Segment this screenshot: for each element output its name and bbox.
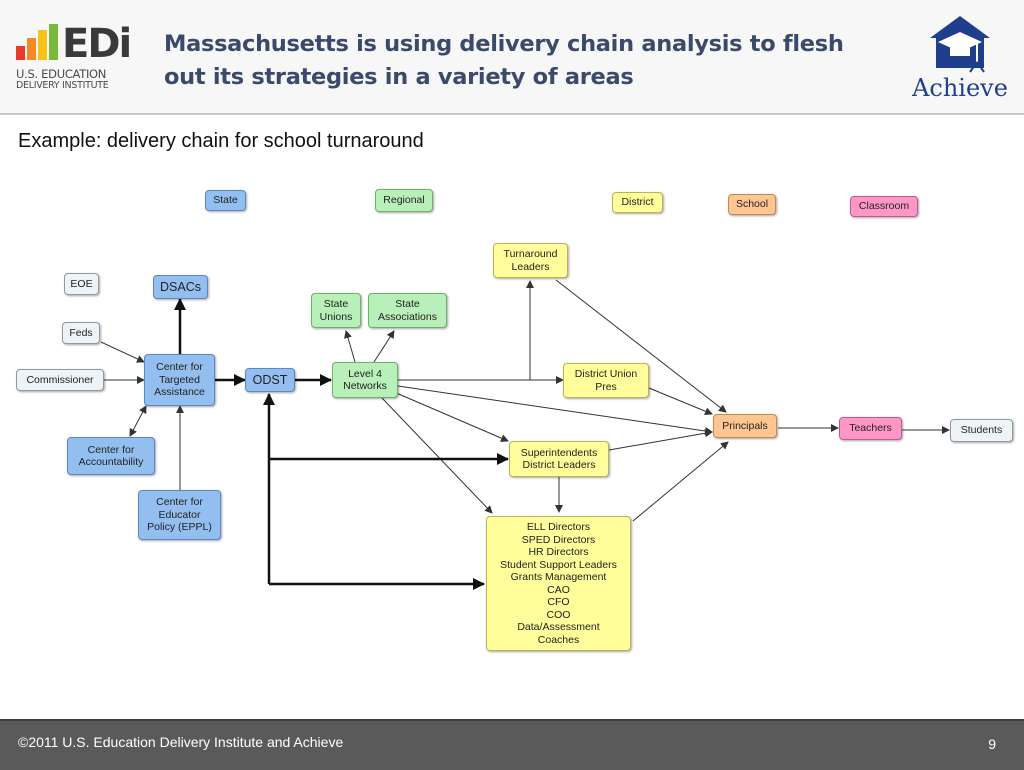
node-center-accountability: Center for Accountability xyxy=(67,437,155,475)
node-eoe: EOE xyxy=(64,273,99,295)
edi-logo-line2: DELIVERY INSTITUTE xyxy=(16,80,109,91)
edge-l4n-supt xyxy=(393,391,509,442)
legend-school: School xyxy=(728,194,776,215)
footer-bar xyxy=(0,719,1024,770)
node-commissioner: Commissioner xyxy=(16,369,104,391)
edi-logo-mark: EDi xyxy=(62,21,132,67)
footer-copyright: ©2011 U.S. Education Delivery Institute … xyxy=(18,734,344,750)
graduation-cap-house-icon xyxy=(930,16,990,73)
page-number: 9 xyxy=(988,736,996,752)
node-odst: ODST xyxy=(245,368,295,392)
edge-cta-cfa xyxy=(129,405,147,437)
node-teachers: Teachers xyxy=(839,417,902,440)
node-dsacs: DSACs xyxy=(153,275,208,299)
node-students: Students xyxy=(950,419,1013,442)
node-district-union-pres: District Union Pres xyxy=(563,363,649,398)
node-state-associations: State Associations xyxy=(368,293,447,328)
node-center-targeted-assistance: Center for Targeted Assistance xyxy=(144,354,215,406)
edge-feds-cta xyxy=(100,341,145,363)
legend-state: State xyxy=(205,190,246,211)
node-turnaround-leaders: Turnaround Leaders xyxy=(493,243,568,278)
node-state-unions: State Unions xyxy=(311,293,361,328)
edge-l4n-state-assoc xyxy=(373,330,395,363)
achieve-logo: Achieve xyxy=(906,14,1014,104)
achieve-logo-text: Achieve xyxy=(912,74,1008,102)
node-principals: Principals xyxy=(713,414,777,438)
legend-classroom: Classroom xyxy=(850,196,918,217)
edge-l4n-principals xyxy=(397,385,713,435)
node-district-directors: ELL Directors SPED Directors HR Director… xyxy=(486,516,631,651)
node-superintendents: Superintendents District Leaders xyxy=(509,441,609,477)
node-center-educator-policy: Center for Educator Policy (EPPL) xyxy=(138,490,221,540)
edi-logo: EDi U.S. EDUCATION DELIVERY INSTITUTE xyxy=(16,21,132,94)
subtitle: Example: delivery chain for school turna… xyxy=(18,130,424,152)
edge-l4n-directors xyxy=(381,397,493,514)
header-bar xyxy=(0,0,1024,113)
edi-logo-line1: U.S. EDUCATION xyxy=(16,67,107,81)
legend-regional: Regional xyxy=(375,189,433,212)
header-divider xyxy=(0,113,1024,115)
page-title: Massachusetts is using delivery chain an… xyxy=(164,31,844,90)
node-level4-networks: Level 4 Networks xyxy=(332,362,398,398)
edge-directors-principals xyxy=(632,441,729,522)
node-feds: Feds xyxy=(62,322,100,344)
edge-l4n-state-unions xyxy=(344,330,356,363)
edge-turnaround-principals xyxy=(555,279,727,413)
legend-district: District xyxy=(612,192,663,213)
edge-supt-principals xyxy=(608,429,713,451)
edge-dup-principals xyxy=(648,387,713,416)
